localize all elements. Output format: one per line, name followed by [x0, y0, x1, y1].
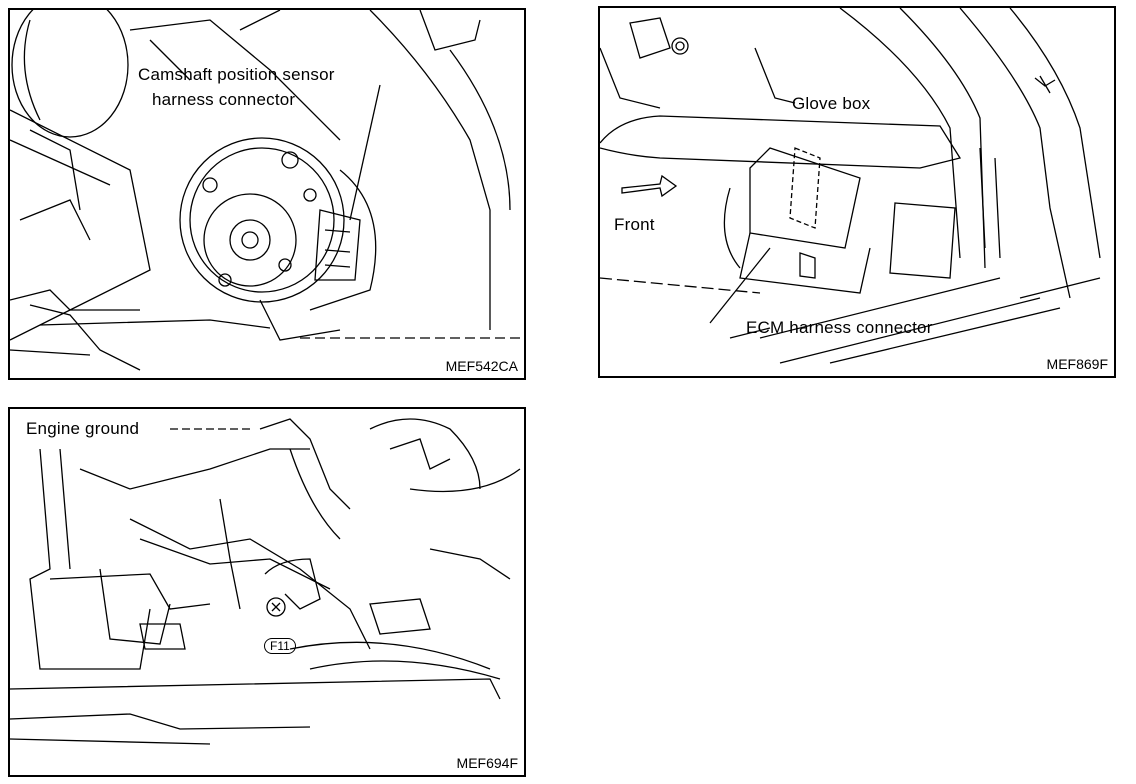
camshaft-label-line2: harness connector	[152, 90, 296, 109]
camshaft-sensor-figure: Camshaft position sensor harness connect…	[8, 8, 526, 380]
figure-code: MEF869F	[1046, 356, 1108, 372]
camshaft-sensor-drawing	[10, 10, 520, 371]
glove-box-label: Glove box	[792, 94, 871, 113]
engine-ground-figure: Engine ground F11 MEF694F	[8, 407, 526, 777]
figure-code: MEF542CA	[445, 358, 518, 374]
ecm-connector-figure: Glove box Front ECM harness connector ME…	[598, 6, 1116, 378]
figure-code: MEF694F	[456, 755, 518, 771]
front-label: Front	[614, 215, 655, 234]
ecm-connector-drawing	[600, 8, 1101, 364]
camshaft-label-line1: Camshaft position sensor	[138, 65, 335, 84]
engine-ground-drawing	[10, 418, 521, 745]
ecm-label: ECM harness connector	[746, 318, 933, 337]
engine-ground-label: Engine ground	[26, 419, 140, 438]
bolt-tag: F11	[264, 638, 296, 654]
